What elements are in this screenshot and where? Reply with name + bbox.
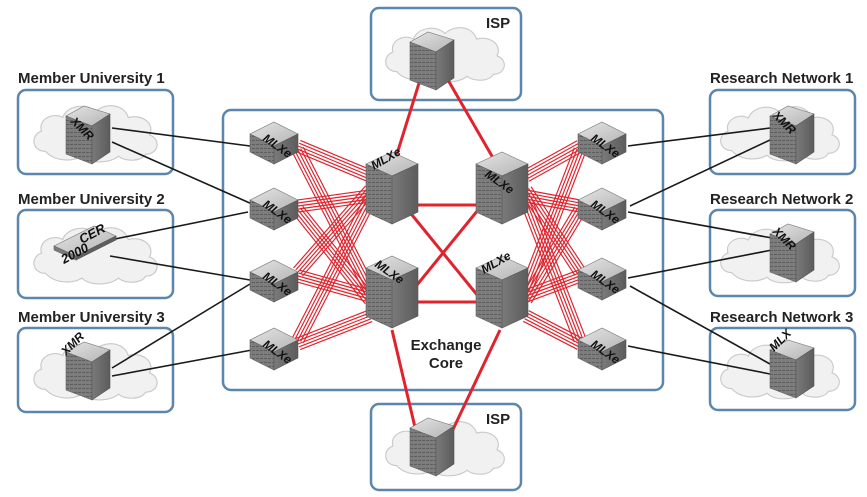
trunk-strand xyxy=(297,315,371,345)
trunk-strand xyxy=(520,206,576,298)
trunk-strand xyxy=(295,211,369,303)
trunk-strand xyxy=(297,195,371,207)
trunk-strand xyxy=(525,199,581,341)
trunk-strand xyxy=(525,209,581,301)
trunk-strand xyxy=(298,318,372,348)
isp-top-label: ISP xyxy=(486,15,510,32)
trunk-strand xyxy=(297,275,371,297)
trunk-strand xyxy=(296,281,369,303)
trunk-strand xyxy=(297,149,371,291)
trunk-strand xyxy=(292,196,366,338)
trunk-strand xyxy=(297,145,371,177)
trunk-strand xyxy=(526,192,581,204)
trunk-strand xyxy=(298,198,371,210)
research-network-2-label: Research Network 2 xyxy=(710,191,853,208)
member-university-2-label: Member University 2 xyxy=(18,191,165,208)
trunk-strand xyxy=(528,211,584,302)
trunk-strand xyxy=(302,202,376,344)
trunk-strand xyxy=(302,146,376,288)
trunk-strand xyxy=(297,209,371,301)
member-university-3-label: Member University 3 xyxy=(18,309,165,326)
isp-bottom-router xyxy=(409,417,455,477)
trunk-strand xyxy=(294,151,368,292)
trunk-strand xyxy=(299,321,373,351)
trunk-strand xyxy=(522,200,578,342)
trunk-strand xyxy=(528,310,584,340)
trunk-strand xyxy=(530,212,586,304)
trunk-strand xyxy=(531,197,587,339)
trunk-strand xyxy=(519,201,575,343)
trunk-strand xyxy=(525,315,581,345)
trunk-strand xyxy=(524,318,579,348)
trunk-strand xyxy=(522,191,578,274)
trunk-strand xyxy=(520,192,576,276)
core-links xyxy=(390,79,502,441)
edge-links xyxy=(109,127,773,377)
trunk-strand xyxy=(297,199,371,341)
exchange-core-label-line1: Exchange xyxy=(411,337,482,354)
trunk-strand xyxy=(522,140,578,172)
trunk-strand xyxy=(298,142,372,174)
trunk-strand xyxy=(292,213,366,305)
exchange-core-label-line2: Core xyxy=(429,355,463,372)
trunk-strand xyxy=(526,189,582,201)
trunk-strand xyxy=(524,142,579,174)
trunk-strand xyxy=(294,198,368,339)
trunk-strand xyxy=(293,185,366,269)
exchange-core-frame xyxy=(221,108,665,392)
trunk-strand xyxy=(300,139,373,172)
member-university-1-label: Member University 1 xyxy=(18,70,165,87)
trunk-strand xyxy=(296,148,370,180)
trunk-strand xyxy=(300,201,374,342)
trunk-strand xyxy=(525,145,581,177)
trunk-strand xyxy=(297,189,370,201)
research-network-3-label: Research Network 3 xyxy=(710,309,853,326)
trunk-strand xyxy=(522,148,578,290)
research-network-1-label: Research Network 1 xyxy=(710,70,853,87)
trunk-strand xyxy=(296,312,370,342)
isp-bottom-label: ISP xyxy=(486,411,510,428)
trunk-strand xyxy=(522,320,578,350)
trunk-strand xyxy=(528,188,584,271)
trunk-strand xyxy=(302,205,376,297)
trunk-strand xyxy=(297,189,371,273)
trunk-strand xyxy=(297,278,370,300)
isp-top-router xyxy=(409,31,455,91)
trunk-strand xyxy=(525,189,581,273)
trunk-strand xyxy=(530,186,586,270)
trunk-strand xyxy=(298,272,371,294)
trunk-strand xyxy=(295,187,369,271)
edge-to-core-trunks xyxy=(292,139,587,351)
trunk-strand xyxy=(528,198,584,340)
